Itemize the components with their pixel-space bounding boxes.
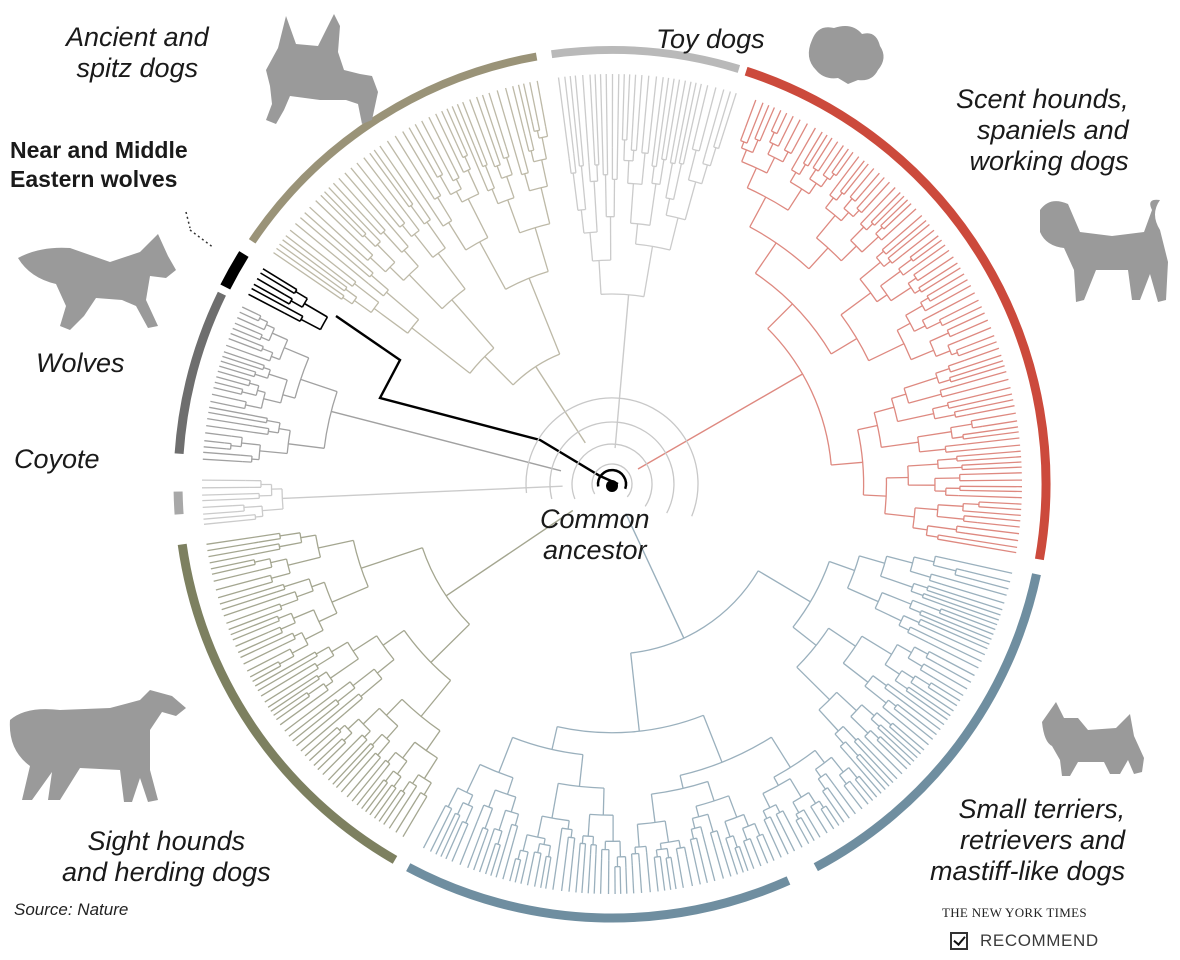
checkbox-icon[interactable] — [950, 932, 968, 950]
publisher-credit: THE NEW YORK TIMES — [942, 905, 1087, 921]
clade-arc-wolves — [179, 294, 222, 454]
recommend-button[interactable]: RECOMMEND — [950, 931, 1099, 951]
clade-arc-coyote — [178, 492, 179, 515]
recommend-label: RECOMMEND — [980, 931, 1099, 951]
near-east-leader-line — [186, 212, 214, 248]
pomeranian-silhouette-icon — [809, 26, 884, 84]
beagle-silhouette-icon — [1040, 200, 1168, 302]
clade-arc-terriers — [408, 867, 788, 918]
scottish-terrier-silhouette-icon — [1042, 702, 1144, 776]
common-ancestor-node — [526, 398, 698, 516]
coyote-label: Coyote — [14, 444, 100, 475]
wolves-label: Wolves — [36, 348, 125, 379]
source-note: Source: Nature — [14, 900, 128, 920]
clade-arc-sight — [182, 544, 395, 860]
ancestor-dot — [606, 480, 618, 492]
wolf-silhouette-icon — [18, 234, 176, 330]
toy-dogs-label: Toy dogs — [656, 24, 765, 55]
spitz-dog-silhouette-icon — [266, 14, 378, 124]
collie-silhouette-icon — [10, 690, 186, 802]
clade-arc-near-east — [225, 254, 244, 287]
